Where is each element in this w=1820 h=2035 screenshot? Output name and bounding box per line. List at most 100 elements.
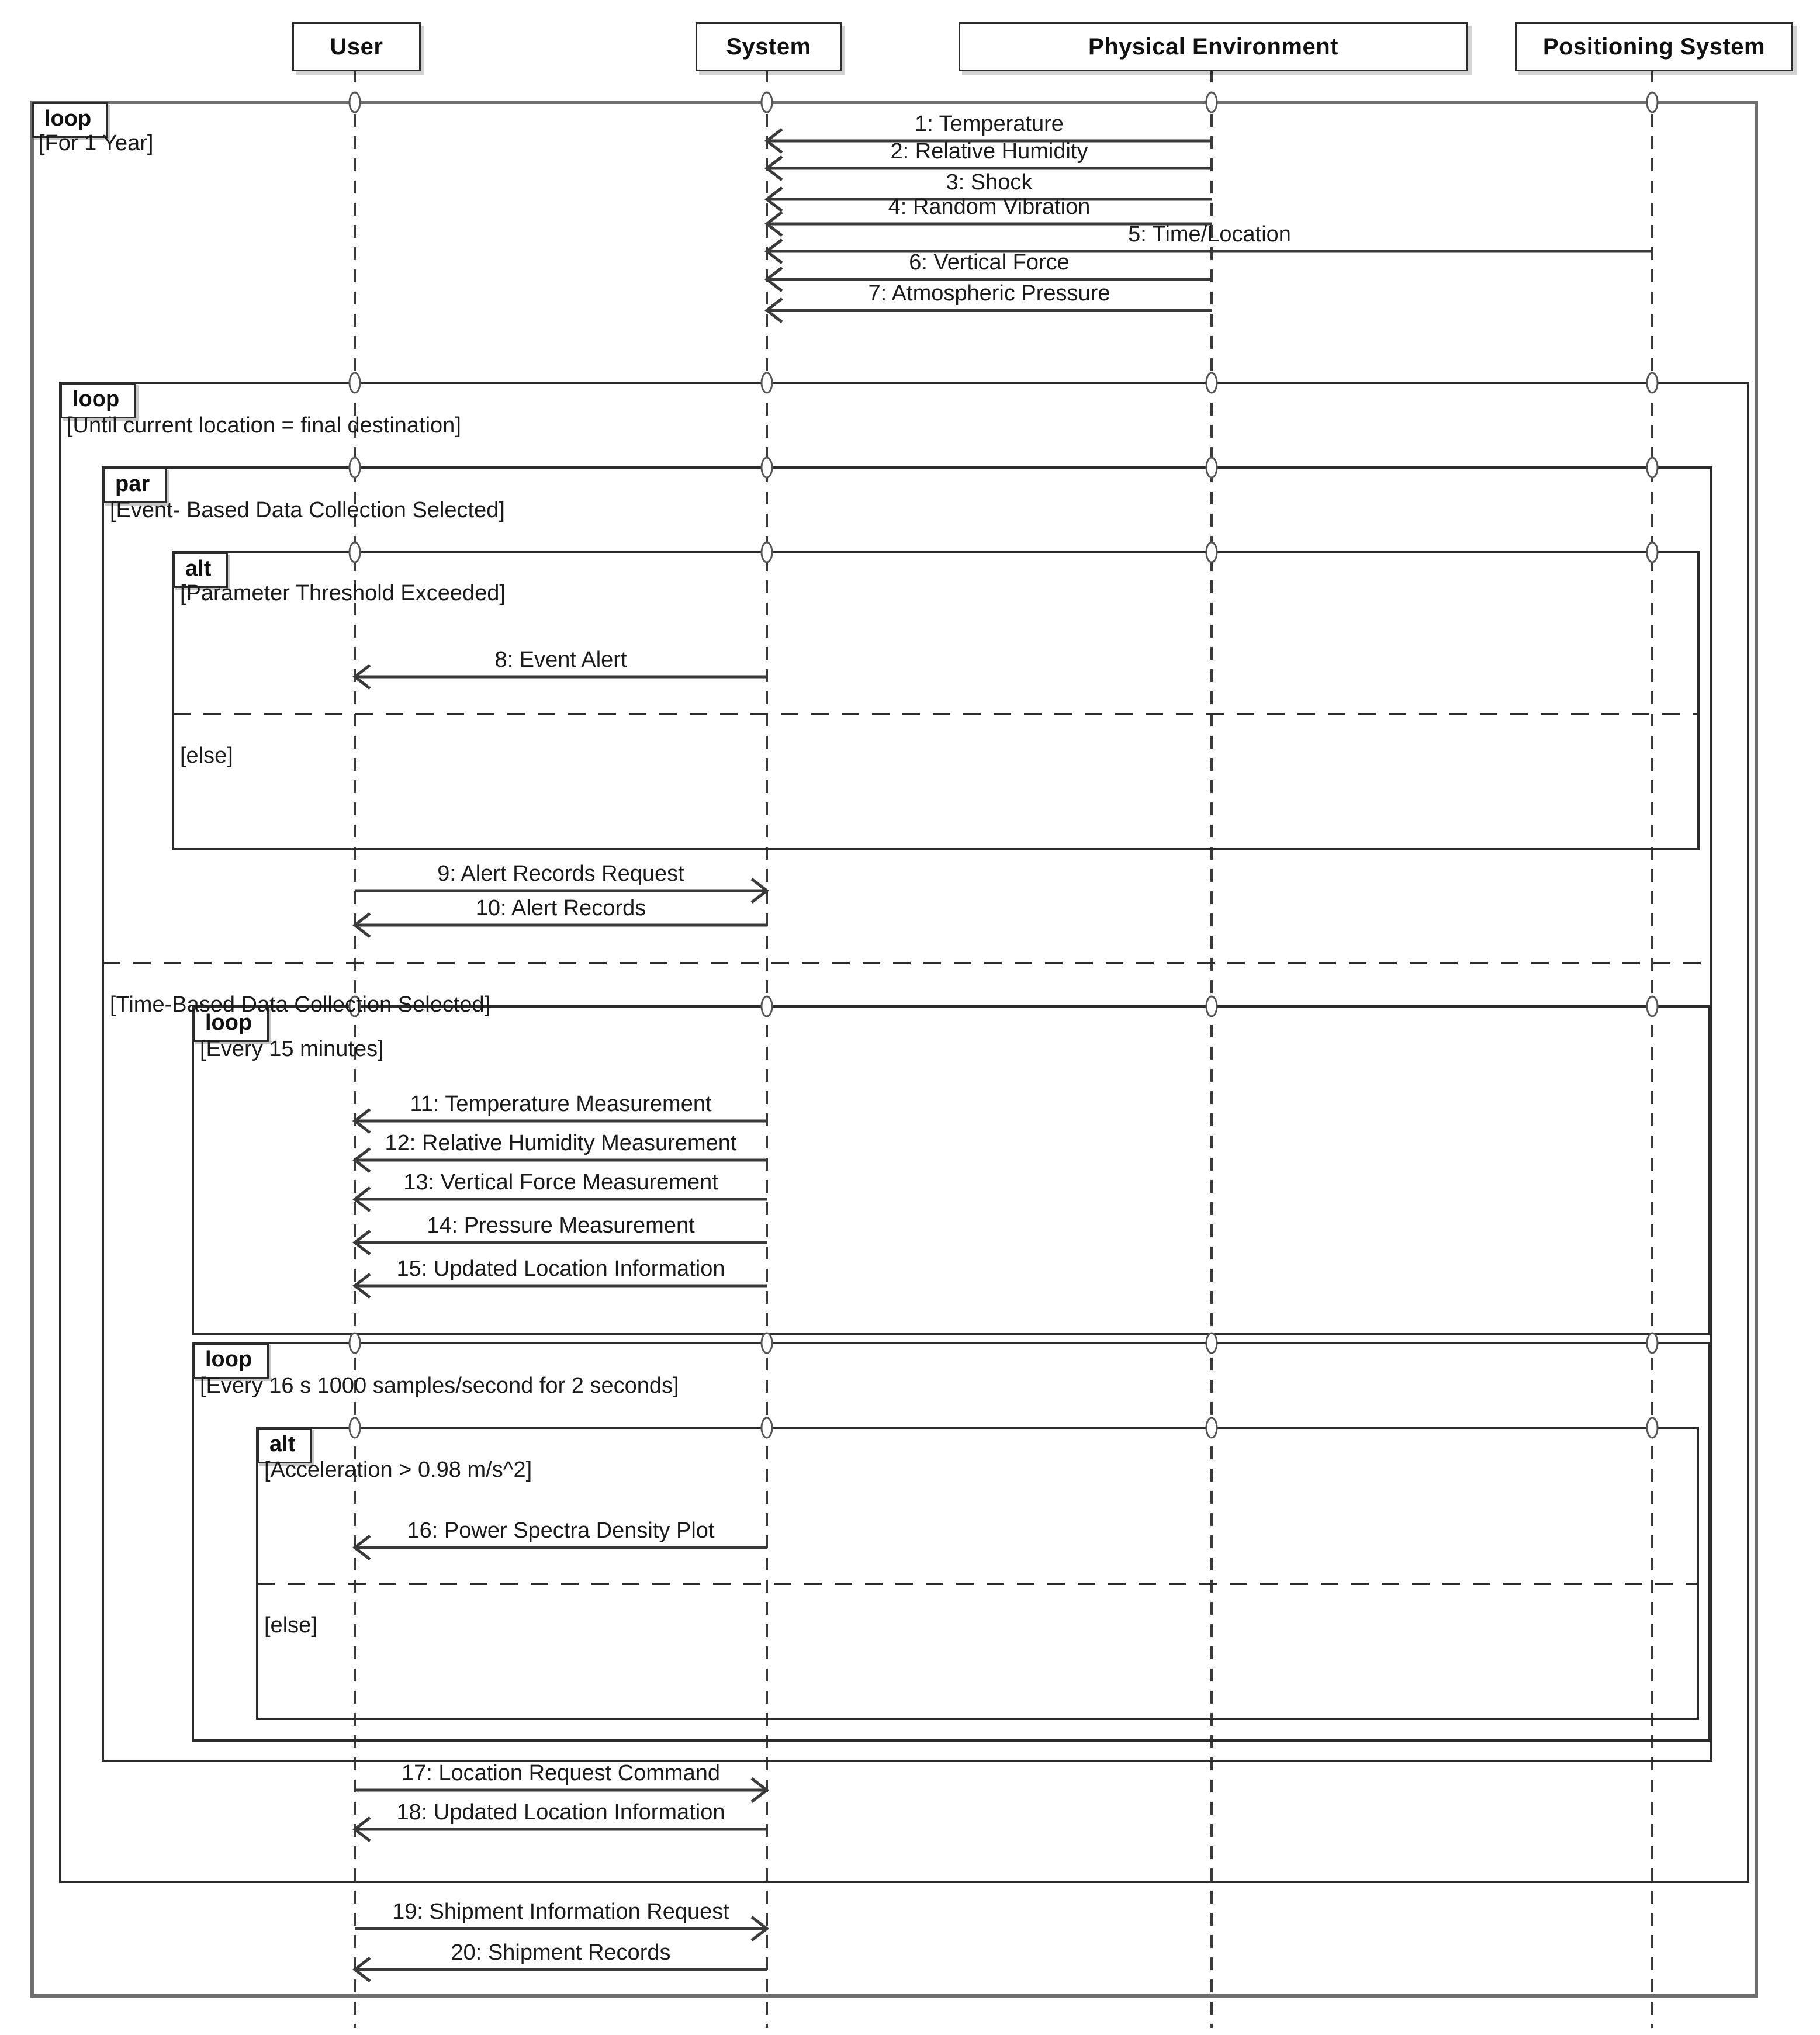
occurrence-marker-system: [760, 995, 773, 1018]
occurrence-marker-user: [348, 91, 361, 113]
operand-guard-par-time-based: [Time-Based Data Collection Selected]: [110, 992, 491, 1017]
occurrence-marker-positioning: [1646, 91, 1659, 113]
message-arrowhead-9: [750, 878, 770, 904]
occurrence-marker-system: [760, 541, 773, 563]
occurrence-marker-positioning: [1646, 1332, 1659, 1354]
frame-guard-loop-destination: [Until current location = final destinat…: [67, 413, 461, 438]
occurrence-marker-system: [760, 372, 773, 394]
message-label-15: 15: Updated Location Information: [396, 1257, 725, 1281]
frame-operator-loop-16s: loop: [193, 1343, 269, 1379]
lifeline-label: Positioning System: [1542, 33, 1766, 60]
message-arrowhead-11: [352, 1108, 371, 1134]
message-arrowhead-19: [750, 1916, 770, 1941]
occurrence-marker-positioning: [1646, 995, 1659, 1018]
operand-guard-alt-acceleration-else: [else]: [264, 1613, 317, 1638]
message-arrowhead-5: [764, 238, 783, 264]
occurrence-marker-positioning: [1646, 1417, 1659, 1439]
message-arrowhead-6: [764, 267, 783, 292]
lifeline-header-environment[interactable]: Physical Environment: [959, 22, 1468, 71]
occurrence-marker-environment: [1205, 1417, 1218, 1439]
operand-guard-alt-threshold-else: [else]: [180, 743, 233, 768]
message-label-6: 6: Vertical Force: [909, 250, 1070, 275]
frame-guard-loop-15min: [Every 15 minutes]: [200, 1037, 384, 1061]
message-arrowhead-15: [352, 1273, 371, 1299]
message-label-8: 8: Event Alert: [494, 648, 627, 672]
message-label-5: 5: Time/Location: [1128, 222, 1291, 247]
lifeline-header-user[interactable]: User: [292, 22, 421, 71]
message-arrowhead-12: [352, 1147, 371, 1173]
message-label-11: 11: Temperature Measurement: [410, 1092, 712, 1116]
frame-operator-loop-destination: loop: [60, 383, 137, 418]
message-arrowhead-20: [352, 1957, 371, 1982]
occurrence-marker-user: [348, 372, 361, 394]
message-label-13: 13: Vertical Force Measurement: [403, 1170, 718, 1195]
message-label-16: 16: Power Spectra Density Plot: [407, 1518, 715, 1543]
occurrence-marker-system: [760, 1417, 773, 1439]
frame-guard-loop-16s: [Every 16 s 1000 samples/second for 2 se…: [200, 1373, 679, 1398]
frame-operator-label: alt: [269, 1432, 296, 1456]
frame-par-collection[interactable]: [102, 466, 1712, 1762]
frame-operator-label: loop: [205, 1347, 252, 1372]
occurrence-marker-environment: [1205, 91, 1218, 113]
message-label-1: 1: Temperature: [915, 112, 1064, 136]
frame-operator-label: loop: [44, 106, 92, 131]
occurrence-marker-environment: [1205, 456, 1218, 479]
frame-guard-alt-threshold: [Parameter Threshold Exceeded]: [180, 581, 506, 605]
frame-loop-year[interactable]: [30, 101, 1758, 1998]
message-arrowhead-18: [352, 1816, 371, 1842]
message-arrowhead-16: [352, 1535, 371, 1560]
frame-loop-16s[interactable]: [192, 1342, 1711, 1742]
frame-operator-alt-acceleration: alt: [257, 1428, 313, 1463]
frame-operator-loop-year: loop: [32, 102, 109, 138]
frame-guard-loop-year: [For 1 Year]: [39, 131, 154, 155]
message-arrowhead-1: [764, 128, 783, 154]
message-arrowhead-2: [764, 155, 783, 181]
frame-guard-alt-acceleration: [Acceleration > 0.98 m/s^2]: [264, 1458, 532, 1482]
frame-alt-threshold[interactable]: [172, 551, 1700, 850]
message-arrowhead-4: [764, 211, 783, 237]
frame-loop-destination[interactable]: [59, 382, 1749, 1883]
message-arrowhead-7: [764, 297, 783, 323]
message-label-2: 2: Relative Humidity: [890, 139, 1088, 164]
frame-operator-loop-15min: loop: [193, 1006, 269, 1042]
message-label-10: 10: Alert Records: [475, 896, 646, 920]
message-label-7: 7: Atmospheric Pressure: [868, 281, 1110, 306]
occurrence-marker-user: [348, 1417, 361, 1439]
occurrence-marker-positioning: [1646, 541, 1659, 563]
message-arrowhead-8: [352, 664, 371, 690]
frame-alt-acceleration[interactable]: [256, 1427, 1699, 1720]
occurrence-marker-system: [760, 1332, 773, 1354]
occurrence-marker-environment: [1205, 541, 1218, 563]
lifeline-header-system[interactable]: System: [696, 22, 842, 71]
occurrence-marker-user: [348, 1332, 361, 1354]
message-label-4: 4: Random Vibration: [888, 195, 1091, 219]
message-label-12: 12: Relative Humidity Measurement: [385, 1131, 737, 1155]
message-label-17: 17: Location Request Command: [402, 1761, 720, 1785]
message-label-19: 19: Shipment Information Request: [392, 1899, 729, 1924]
lifeline-header-positioning[interactable]: Positioning System: [1515, 22, 1793, 71]
frame-operator-label: loop: [72, 387, 120, 411]
message-arrowhead-10: [352, 912, 371, 938]
message-arrowhead-14: [352, 1230, 371, 1255]
message-label-20: 20: Shipment Records: [451, 1940, 671, 1965]
lifeline-label: Physical Environment: [1088, 33, 1338, 60]
frame-operator-label: loop: [205, 1010, 252, 1035]
message-label-18: 18: Updated Location Information: [396, 1800, 725, 1825]
frame-guard-par-collection: [Event- Based Data Collection Selected]: [110, 498, 505, 522]
lifeline-label: User: [330, 33, 383, 60]
occurrence-marker-system: [760, 456, 773, 479]
message-arrowhead-13: [352, 1186, 371, 1212]
message-arrowhead-17: [750, 1777, 770, 1803]
frame-operator-alt-threshold: alt: [173, 552, 229, 588]
occurrence-marker-system: [760, 91, 773, 113]
message-label-14: 14: Pressure Measurement: [427, 1213, 695, 1238]
occurrence-marker-environment: [1205, 372, 1218, 394]
occurrence-marker-environment: [1205, 995, 1218, 1018]
occurrence-marker-user: [348, 456, 361, 479]
occurrence-marker-user: [348, 995, 361, 1018]
occurrence-marker-user: [348, 541, 361, 563]
message-arrowhead-3: [764, 186, 783, 212]
frame-loop-15min[interactable]: [192, 1005, 1711, 1335]
